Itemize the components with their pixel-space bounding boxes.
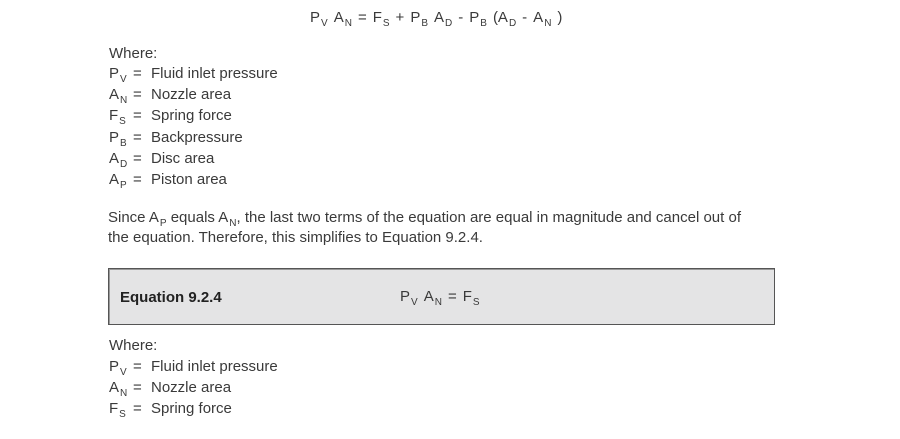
equation-term: - [522, 9, 528, 26]
equation-term: FS [372, 9, 390, 29]
definition-text: Fluid inlet pressure [151, 358, 278, 375]
equation-term: AN [333, 9, 352, 29]
where-label: Where: [109, 45, 158, 62]
definition-text: Nozzle area [151, 379, 232, 397]
definition-text: Spring force [151, 107, 232, 125]
definition-text: Fluid inlet pressure [151, 65, 278, 82]
paragraph-line-2: the equation. Therefore, this simplifies… [108, 229, 483, 246]
definition-text: Disc area [151, 149, 215, 167]
equation-term: PV [310, 9, 328, 29]
definition-text: Piston area [151, 171, 227, 188]
definition-row: PV=Fluid inlet pressure [109, 65, 278, 85]
paragraph-line-1: Since AP equals AN, the last two terms o… [108, 209, 741, 229]
definition-row: FS=Spring force [109, 107, 232, 128]
equation-term: = [357, 9, 367, 26]
equation-term: (AD [492, 9, 517, 29]
where-label-2: Where: [109, 337, 158, 354]
definition-row: AN=Nozzle area [109, 86, 232, 107]
definition-row: PV=Fluid inlet pressure [109, 358, 278, 378]
definition-row: AN=Nozzle area [109, 379, 232, 400]
equation-term: PB [469, 9, 487, 29]
definition-row: AD=Disc area [109, 149, 215, 170]
equation-term: AD [434, 9, 453, 29]
definition-row: PB=Backpressure [109, 128, 243, 149]
equation-term: = [447, 288, 457, 305]
equation-term: PB [410, 9, 428, 29]
equation-term: AN [423, 288, 442, 308]
definition-row: AP=Piston area [109, 171, 227, 191]
definition-text: Spring force [151, 400, 232, 418]
equation-term: - [458, 9, 464, 26]
equation-term: AN [533, 9, 552, 29]
definition-text: Nozzle area [151, 86, 232, 104]
definition-row: FS=Spring force [109, 400, 232, 421]
equation-term: FS [462, 288, 480, 308]
equation-term: ) [557, 9, 563, 26]
equation-term: PV [400, 288, 418, 308]
definition-text: Backpressure [151, 128, 243, 146]
equation-term: + [395, 9, 405, 26]
equation-title: Equation 9.2.4 [120, 289, 222, 306]
